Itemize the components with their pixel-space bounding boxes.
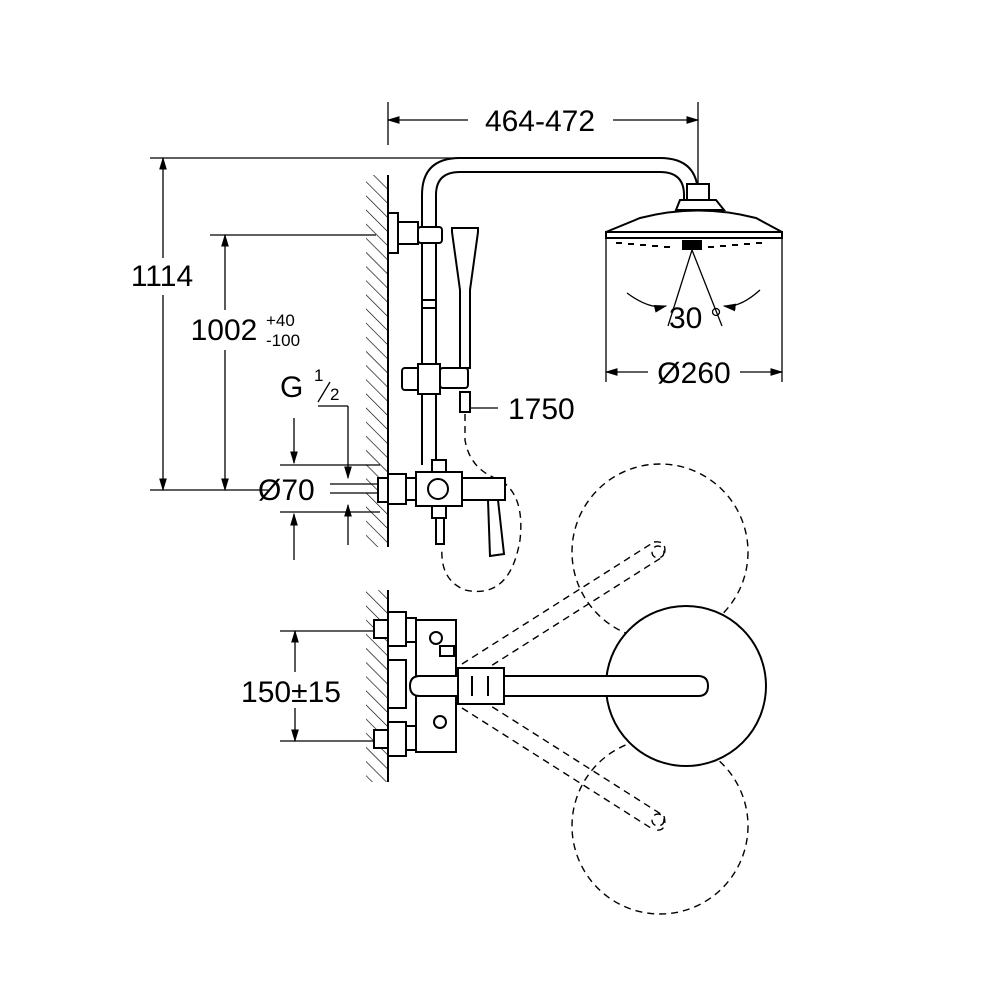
dimension-thread: G 1 2 (280, 366, 352, 545)
tilt-angle-label: 30 (669, 302, 702, 335)
thread-numerator: 1 (314, 366, 323, 385)
head-shower: 30 (605, 183, 783, 335)
side-view: 464-472 1114 1002 +40 -100 G 1 2 (131, 102, 784, 592)
hose-side (441, 414, 522, 592)
flange-diameter-label: Ø70 (258, 474, 315, 507)
total-height-label: 1114 (131, 260, 193, 293)
dimension-flange: Ø70 (258, 418, 380, 560)
wall-bracket (387, 212, 443, 254)
overhead-arm-top (408, 667, 710, 705)
outlet-height-label: 1002 (191, 314, 258, 347)
thread-prefix: G (280, 371, 303, 404)
dimension-outlet-height: 1002 +40 -100 (191, 233, 376, 492)
wall-top (366, 590, 389, 782)
centre-distance-label: 150±15 (241, 676, 341, 709)
hose-length-label: 1750 (508, 393, 575, 426)
head-diameter-label: Ø260 (657, 357, 730, 390)
slide-holder (401, 363, 469, 395)
thread-denominator: 2 (330, 385, 339, 404)
dimension-centre-distance: 150±15 (241, 629, 380, 743)
outlet-tolerance-plus: +40 (266, 311, 295, 330)
dimension-head-diameter: Ø260 (604, 238, 784, 390)
riser-joint (421, 299, 437, 309)
dimension-total-height: 1114 (131, 156, 475, 492)
thermostat-side (377, 459, 506, 558)
width-range-label: 464-472 (485, 105, 595, 138)
top-view: 150±15 (241, 463, 767, 915)
outlet-tolerance-minus: -100 (266, 331, 300, 350)
hand-shower: 1750 (451, 227, 575, 426)
dimension-width: 464-472 (386, 102, 700, 190)
